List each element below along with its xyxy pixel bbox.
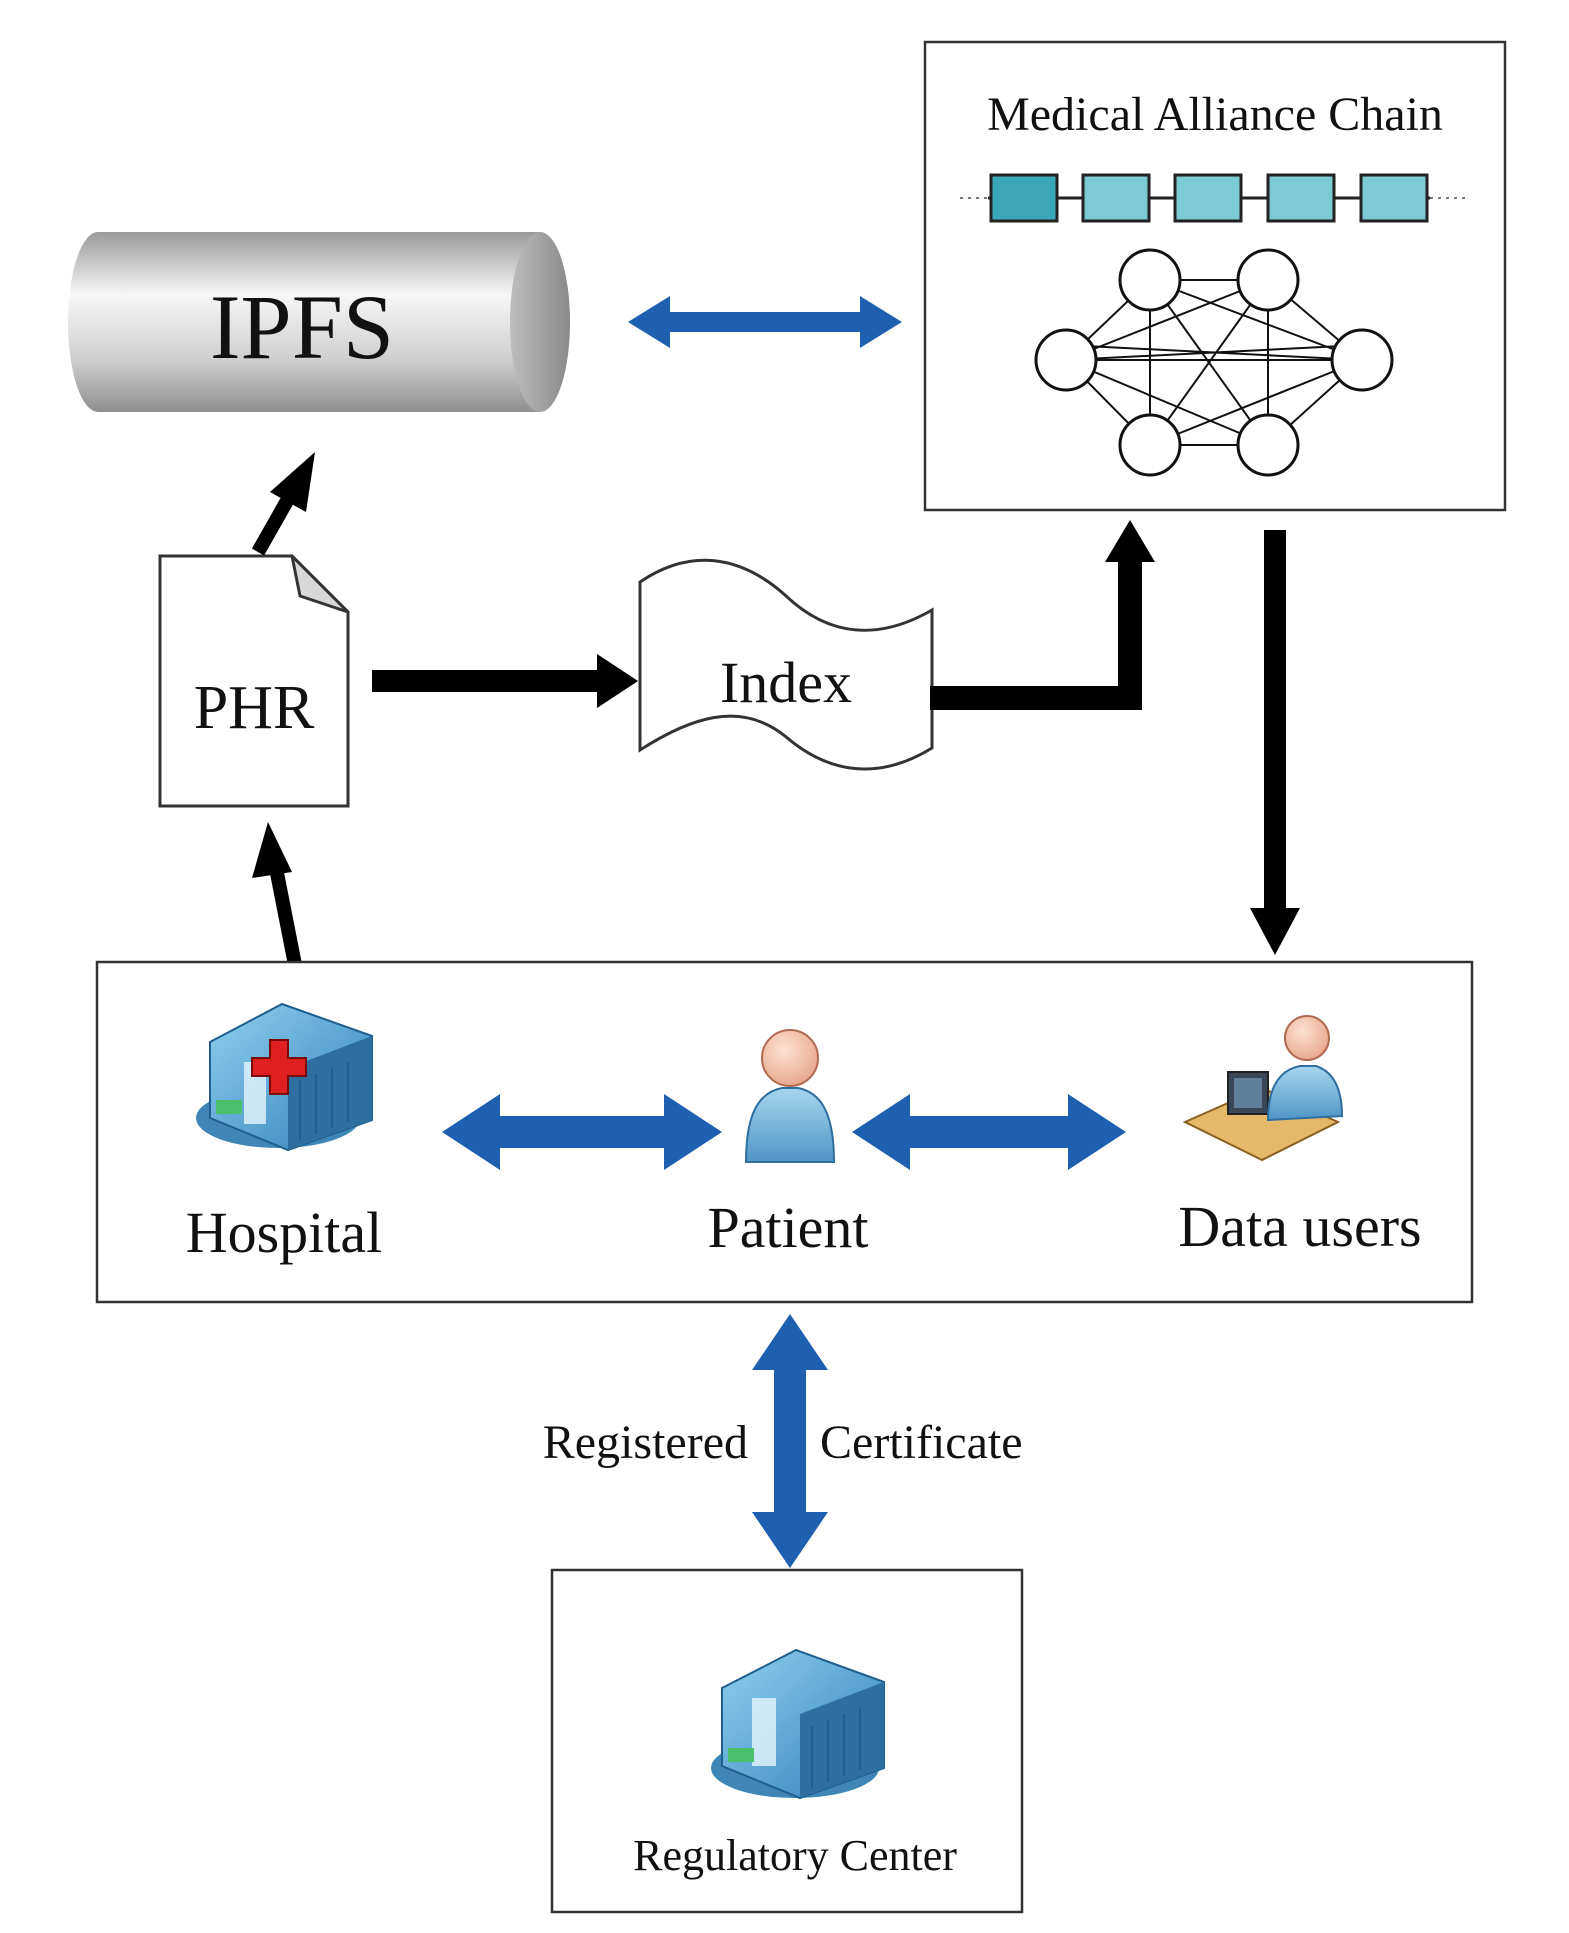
- document-icon: [158, 554, 350, 808]
- registered-label: Registered: [543, 1416, 748, 1469]
- regulatory-center-box: Regulatory Center: [550, 1568, 1024, 1914]
- registration-double-arrow: [752, 1314, 828, 1568]
- phr-to-index-arrow: [372, 654, 638, 708]
- chain-block: [1359, 173, 1429, 223]
- chain-block: [1173, 173, 1243, 223]
- index-to-chain-arrow: [930, 520, 1155, 710]
- medical-alliance-chain-box: Medical Alliance Chain: [923, 40, 1507, 512]
- participants-box: Hospital Patient Da: [95, 960, 1474, 1304]
- phr-document: PHR: [158, 554, 350, 808]
- chain-block: [989, 173, 1059, 223]
- chain-to-data-users-arrow: [1250, 530, 1300, 955]
- patient-data-users-double-arrow: [852, 1094, 1126, 1170]
- person-icon: [744, 1029, 836, 1163]
- chain-block: [1266, 173, 1336, 223]
- hospital-label: Hospital: [186, 1200, 383, 1265]
- data-users-label: Data users: [1178, 1194, 1421, 1259]
- phr-label: PHR: [194, 674, 315, 742]
- hospital-patient-double-arrow: [442, 1094, 722, 1170]
- certificate-label: Certificate: [820, 1416, 1023, 1469]
- regulatory-center-label: Regulatory Center: [633, 1831, 957, 1880]
- node-network-icon: [1034, 248, 1394, 477]
- cylinder-storage-icon: [68, 232, 570, 412]
- hospital-node: Hospital: [186, 1002, 383, 1265]
- phr-to-ipfs-arrow: [251, 452, 315, 556]
- hospital-to-phr-arrow: [252, 822, 305, 982]
- red-cross-icon: [251, 1039, 307, 1095]
- office-building-icon: [711, 1648, 885, 1800]
- chain-block: [1081, 173, 1151, 223]
- chain-title: Medical Alliance Chain: [987, 88, 1443, 141]
- wavy-document-icon: [638, 558, 934, 771]
- index-label: Index: [720, 650, 852, 715]
- person-at-computer-icon: [1182, 1015, 1344, 1162]
- ipfs-chain-double-arrow: [628, 296, 902, 348]
- blockchain-blocks: [960, 173, 1470, 223]
- index-document: Index: [638, 558, 934, 771]
- data-users-node: Data users: [1178, 1015, 1422, 1259]
- patient-label: Patient: [707, 1195, 868, 1260]
- ipfs-storage: IPFS: [68, 232, 570, 412]
- ipfs-label: IPFS: [210, 276, 394, 378]
- hospital-building-icon: [196, 1002, 373, 1152]
- patient-node: Patient: [707, 1029, 869, 1260]
